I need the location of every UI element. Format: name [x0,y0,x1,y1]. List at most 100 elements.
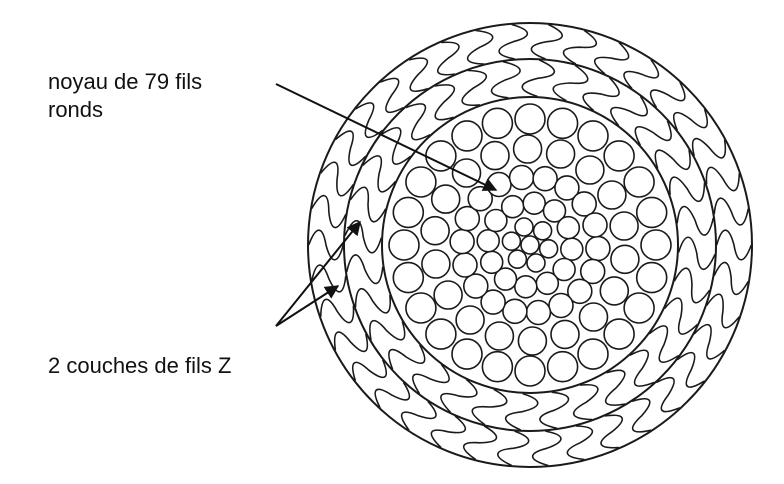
inner-z-wire [610,95,648,127]
core-round-wire [599,276,630,306]
core-round-wire [420,215,450,246]
core-round-wire [480,289,506,315]
outer-z-wire [354,102,384,139]
core-round-wire [525,299,552,326]
outer-z-wire [310,264,347,293]
layers-label: 2 couches de fils Z [48,353,232,378]
core-round-wire [392,196,425,229]
core-label: noyau de 79 fils ronds [48,68,278,123]
outer-z-wire [623,59,660,90]
inner-z-wire [461,69,487,107]
inner-z-wire [673,267,711,304]
outer-z-wire [311,194,347,229]
core-round-wire [603,318,635,350]
core-round-wire [508,164,535,191]
outer-z-wire [530,23,564,60]
core-round-wire [559,237,584,261]
core-round-wire [522,191,547,215]
core-round-wire [502,298,528,325]
core-round-wire [493,267,518,291]
core-round-wire [623,166,655,198]
core-round-wire [481,107,514,140]
outer-z-wire [400,400,437,431]
core-round-wire [577,120,609,152]
core-round-wire [517,326,548,356]
core-round-wire [514,217,534,237]
inner-z-wire [362,155,397,193]
core-label-line1: noyau de 79 fils [48,69,203,94]
core-round-wire [546,107,579,140]
core-round-wire [556,215,581,240]
core-round-wire [501,231,522,251]
core-round-wire [635,261,668,294]
core-round-wire [554,175,580,201]
core-round-wire [430,184,461,214]
inner-z-wire [504,392,539,431]
core-round-wire [520,235,540,255]
core-round-wire [476,229,501,253]
outer-z-wire [673,108,709,131]
core-round-wire [425,140,457,172]
inner-z-wire [471,388,508,426]
inner-z-wire [654,149,691,171]
core-round-wire [486,171,512,198]
outer-z-wire [496,430,530,467]
core-round-wire [640,229,672,261]
core-round-wire [454,205,481,232]
outer-z-wire [705,293,740,329]
core-round-wire [635,196,668,229]
inner-layer-pointer-arrow [275,220,361,327]
core-round-wire [550,319,580,350]
core-round-wire [532,165,558,192]
inner-z-wire [573,383,599,421]
inner-z-wire [521,59,556,98]
outer-z-wire [691,137,727,159]
core-round-wire [425,318,457,350]
core-round-wire [609,211,639,241]
core-label-line2: ronds [48,96,104,122]
core-round-wire [585,235,611,262]
inner-z-wire [344,219,383,254]
core-round-wire [571,191,598,217]
inner-z-wire-layer [344,59,716,431]
core-round-wire [579,258,606,285]
outer-z-wire [693,323,726,360]
outer-z-wire [600,414,623,449]
core-round-wire [405,166,437,198]
outer-z-wire [334,130,367,167]
core-round-wire [421,249,451,279]
outer-z-wire [705,166,741,192]
outer-z-wire [715,229,753,261]
outer-z-wire [649,81,686,109]
core-round-wire [623,292,655,324]
core-round-wire [548,292,574,319]
core-round-wire [462,273,489,299]
core-round-wire [388,229,420,261]
core-round-wire [577,338,609,370]
outer-z-wire [713,261,749,296]
core-round-wire [603,140,635,172]
core-round-wire [575,155,605,185]
inner-z-wire [668,176,706,202]
outer-layer-pointer-arrow [275,285,340,327]
inner-z-wire [604,369,626,406]
core-round-wire [545,139,576,169]
core-round-wire [405,292,437,324]
core-round-wire [481,350,514,383]
inner-z-wire [648,325,680,363]
inner-z-wire [369,319,406,341]
inner-z-wire [405,103,431,141]
core-round-wire [451,120,483,152]
outer-z-wire [408,57,429,92]
inner-z-wire [388,344,426,370]
core-round-wire [514,355,546,387]
core-round-wire [467,185,494,212]
inner-z-wire [440,378,478,413]
outer-z-wire [676,351,706,388]
core-round-wire [578,302,609,332]
outer-z-wire [594,41,630,75]
core-round-wire [597,180,627,210]
outer-z-wire [566,425,594,461]
inner-z-wire [354,288,392,314]
